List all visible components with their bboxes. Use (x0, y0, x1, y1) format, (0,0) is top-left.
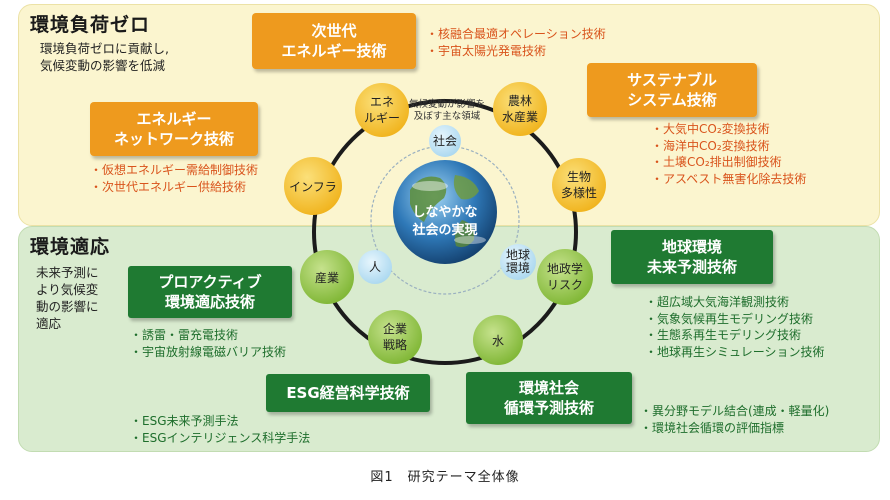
ring-node-energy-line1: エネ (370, 95, 394, 109)
ring-node-energy-line2: ルギー (364, 111, 400, 125)
inner-node-people (358, 250, 392, 284)
sustainable-bullets: ・大気中CO₂変換技術 ・海洋中CO₂変換技術 ・土壌CO₂排出制御技術 ・アス… (651, 122, 807, 186)
inner-node-society (429, 125, 461, 157)
inner-node-people-label: 人 (369, 260, 381, 274)
ring-node-industry-label: 産業 (315, 270, 339, 285)
ring-note-line2: 及ぼす主な領域 (414, 110, 481, 122)
ring-node-corporate-line1: 企業 (383, 321, 407, 336)
proactive-bullets: ・誘雷・雷充電技術 ・宇宙放射線電磁バリア技術 (130, 328, 287, 359)
esg-bullets: ・ESG未来予測手法 ・ESGインテリジェンス科学手法 (130, 414, 311, 445)
energy-network-box: エネルギー ネットワーク技術 (90, 102, 258, 156)
ring-node-energy (355, 83, 409, 137)
next-gen-energy-box: 次世代 エネルギー技術 (252, 13, 416, 69)
globe-text-line2: 社会の実現 (411, 222, 477, 238)
proactive-adaptation-box: プロアクティブ 環境適応技術 (128, 266, 292, 318)
inner-node-society-label: 社会 (433, 133, 457, 148)
ring-node-infrastructure-label: インフラ (289, 180, 337, 194)
next-gen-energy-bullets: ・核融合最適オペレーション技術 ・宇宙太陽光発電技術 (426, 27, 606, 58)
inner-node-earth-label: 地球 (506, 248, 530, 262)
adaptation-subtitle: 未来予測に より気候変 動の影響に 適応 (36, 265, 99, 331)
ring-node-biodiversity (552, 158, 606, 212)
earth-forecast-bullets: ・超広域大気海洋観測技術 ・気象気候再生モデリング技術 ・生態系再生モデリング技… (645, 295, 825, 359)
ring-node-corporate-line2: 戦略 (383, 337, 407, 352)
globe-text-line1: しなやかな (412, 205, 477, 220)
ring-node-geopolitics-line1: 地政学 (547, 261, 583, 276)
energy-network-bullets: ・仮想エネルギー需給制御技術 ・次世代エネルギー供給技術 (90, 163, 259, 194)
ring-node-biodiversity-line1: 生物 (567, 170, 591, 184)
outer-ring (312, 99, 578, 365)
inner-node-earth-environment (500, 244, 536, 280)
circular-bullets: ・異分野モデル結合(連成・軽量化) ・環境社会循環の評価指標 (640, 404, 830, 435)
inner-ring (370, 145, 520, 295)
ring-node-agriculture-line2: 水産業 (502, 109, 538, 124)
inner-node-environment-label: 環境 (506, 260, 530, 275)
adaptation-title: 環境適応 (30, 236, 111, 258)
earth-forecast-box: 地球環境 未来予測技術 (611, 230, 773, 284)
sustainable-system-box: サステナブル システム技術 (587, 63, 757, 117)
circular-forecast-box: 環境社会 循環予測技術 (466, 372, 632, 424)
zero-impact-subtitle: 環境負荷ゼロに貢献し, 気候変動の影響を低減 (40, 41, 169, 73)
ring-node-agriculture-line1: 農林 (508, 94, 532, 108)
ring-node-water-label: 水 (492, 334, 504, 348)
ring-node-infrastructure (284, 157, 342, 215)
ring-node-water (473, 315, 523, 365)
ring-node-geopolitics-line2: リスク (547, 278, 583, 292)
globe (393, 160, 497, 264)
ring-node-corporate-strategy (368, 310, 422, 364)
ring-node-biodiversity-line2: 多様性 (561, 186, 597, 200)
ring-node-agriculture (493, 82, 547, 136)
ring-node-industry (300, 250, 354, 304)
figure-caption: 図1 研究テーマ全体像 (370, 470, 520, 485)
zero-impact-title: 環境負荷ゼロ (30, 14, 151, 36)
ring-note-line1: 気候変動が影響を (409, 98, 485, 110)
esg-science-box: ESG経営科学技術 (266, 374, 430, 412)
ring-node-geopolitics (537, 249, 593, 305)
